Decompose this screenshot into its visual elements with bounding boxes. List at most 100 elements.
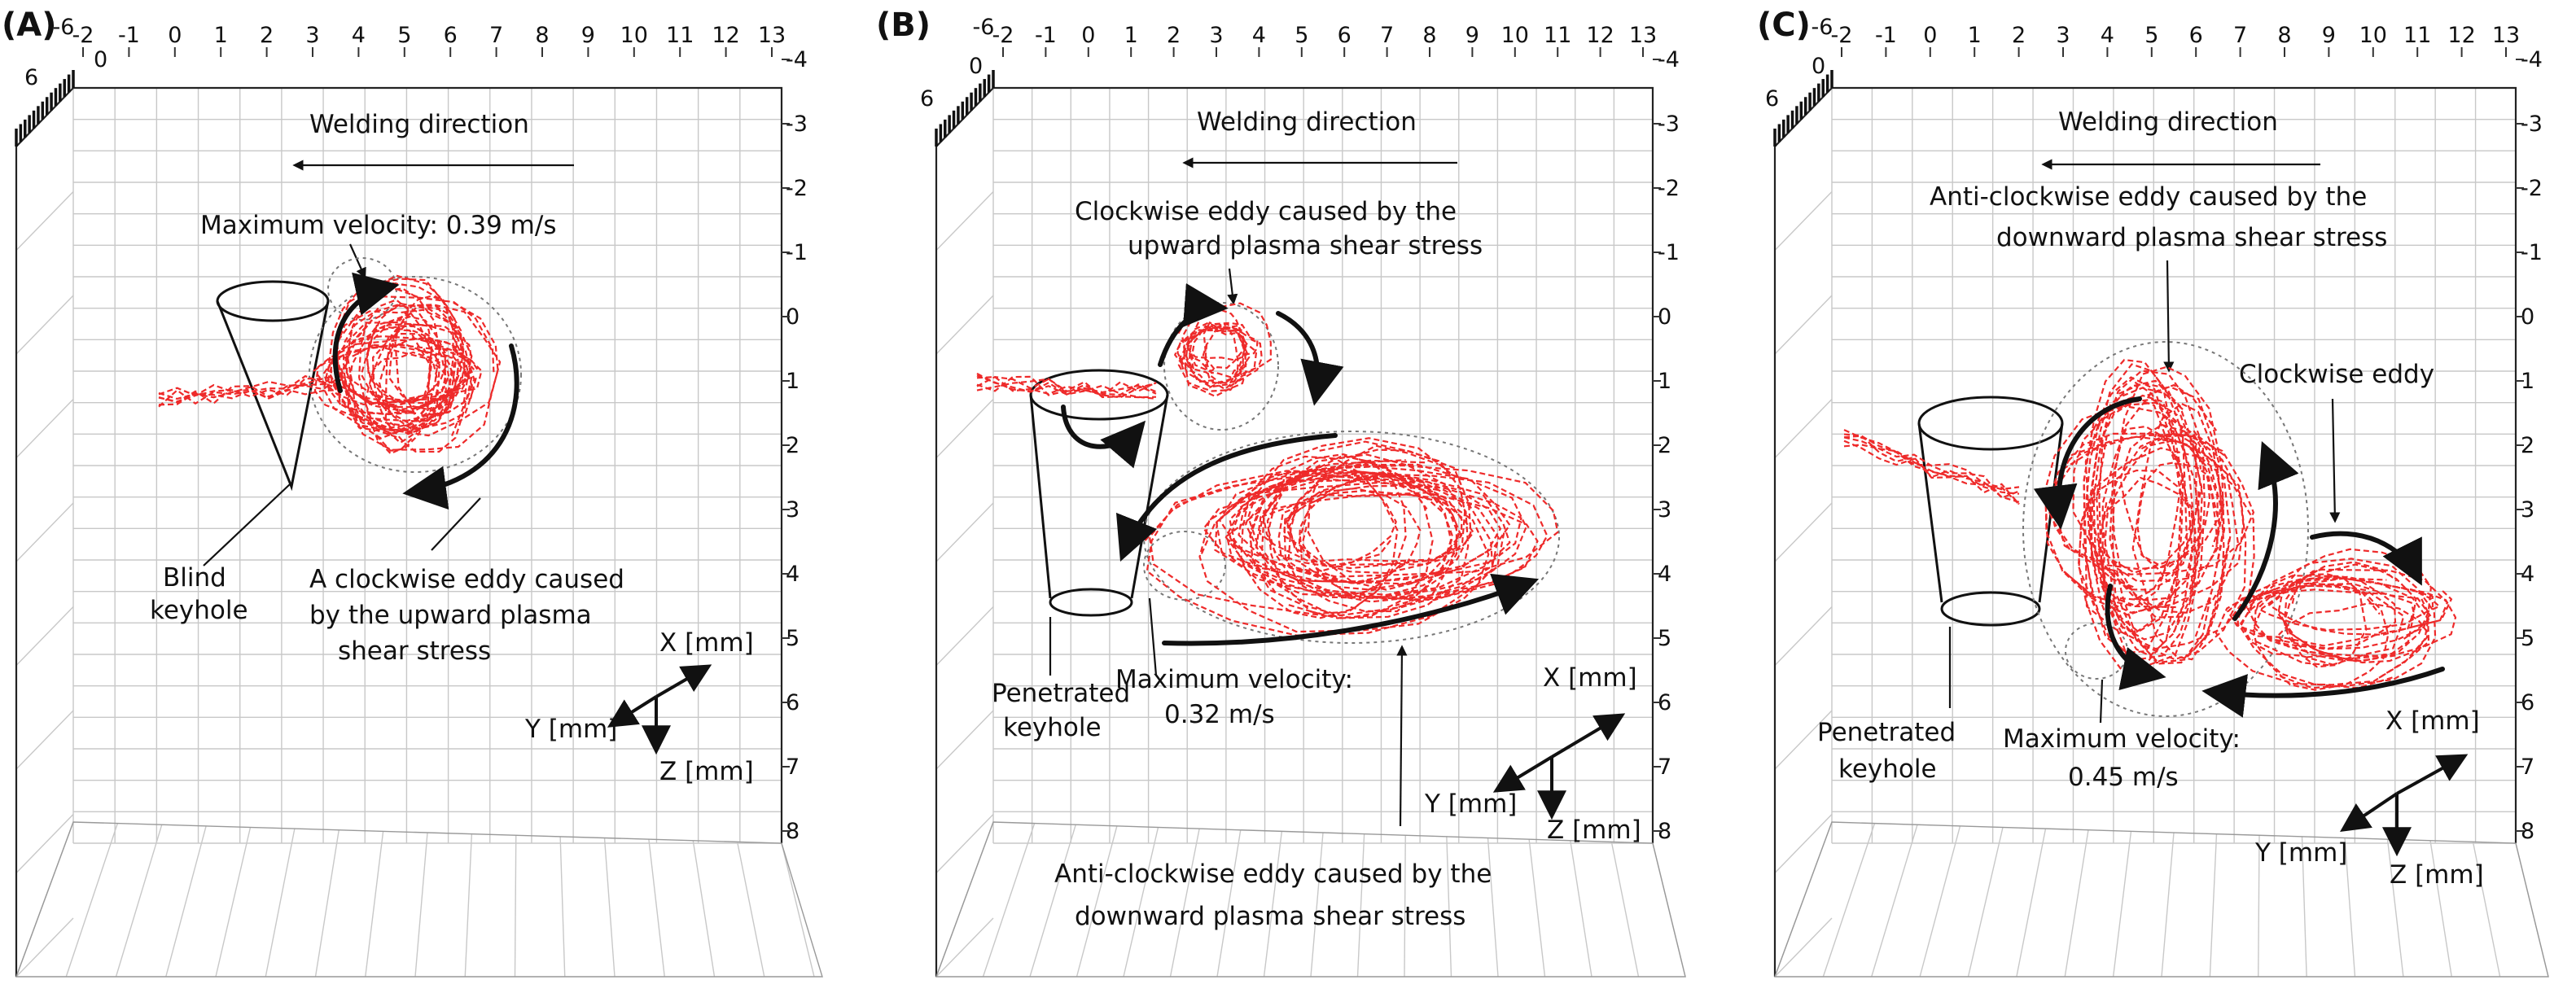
particle-trajectory [1843,444,2020,491]
right-tick-label: 1 [786,369,800,394]
grid-line [15,814,74,873]
particle-trajectory [2044,404,2225,616]
top-tick-label: 0 [1081,23,1095,48]
grid-line [1076,825,1118,978]
particle-trajectory [1180,323,1263,384]
grid-line [15,399,74,458]
grid-line [2472,842,2501,978]
right-tick-label: 7 [1658,754,1671,780]
top-tick-label: 1 [1968,23,1982,48]
panel-b-anticlockwise-arrow-bottom [1162,573,1540,646]
panel-b-anticlockwise-arrow-top [1116,433,1338,562]
panel-c-left-tick-0: 0 [1812,54,1825,79]
particle-trajectory [2083,376,2185,671]
top-tick-label: 10 [1501,23,1529,48]
particle-trajectory [1228,475,1502,585]
grid-line [1528,839,1546,978]
particle-trajectory [1307,444,1466,591]
grid-line [935,295,994,355]
panel-b-welding-direction-label: Welding direction [1197,107,1417,137]
panel-a-axis-y-label: Y [mm] [524,715,617,744]
particle-trajectory [2096,370,2206,667]
top-tick-label: 13 [1629,23,1657,48]
panel-b-axis-x-label: X [mm] [1543,663,1637,693]
particle-trajectory [339,303,466,411]
top-tick-label: 12 [1586,23,1614,48]
grid-line [603,838,616,978]
panel-b-maxvel-label-2: 0.32 m/s [1164,700,1275,729]
top-tick-label: -6 [1812,15,1833,40]
particle-trajectory [2283,567,2368,668]
particle-trajectory [1283,489,1462,570]
top-tick-label: 7 [489,23,503,48]
panel-b-left-tick-0: 0 [969,54,983,79]
grid-line [1570,840,1592,978]
right-tick-label: 6 [786,690,800,715]
grid-line [2064,829,2089,978]
panel-b-clockwise-arrow-left [1158,283,1229,367]
right-tick-label: 3 [786,497,800,523]
particle-trajectory [2072,398,2197,574]
panel-b-hatch [935,70,995,147]
top-tick-label: 9 [1465,23,1479,48]
panel-a-eddy-label-1: A clockwise eddy caused [309,565,624,594]
grid-line [781,842,815,978]
panel-c-letter: (C) [1757,7,1811,44]
top-tick-label: 2 [1167,23,1181,48]
particle-trajectory [1283,470,1452,613]
panel-a-letter: (A) [2,7,57,44]
particle-trajectory [1245,437,1472,599]
panel-b-anticlockwise-eddy-boundary [1143,431,1560,644]
particle-trajectory [158,378,343,406]
top-tick-label: 8 [1422,23,1436,48]
particle-trajectory [158,385,343,405]
panel-b-eddy-top-label-1: Clockwise eddy caused by the [1075,197,1457,226]
panel-b-eddy-bottom-pointer [1396,645,1408,827]
right-tick-label: 4 [1658,562,1671,587]
panel-c-clockwise-pointer [2329,398,2341,523]
grid-line [15,917,74,978]
top-tick-label: 5 [2144,23,2158,48]
top-tick-label: 10 [2359,23,2387,48]
panel-c-clockwise-label: Clockwise eddy [2239,360,2434,389]
panel-b-keyhole-label-1: Penetrated [992,679,1130,708]
particle-trajectory [2239,558,2437,689]
grid-line [2258,835,2260,978]
right-tick-label: 5 [1658,626,1671,651]
right-tick-label: -3 [1658,112,1680,137]
particle-trajectory [2267,568,2453,636]
grid-line [1919,825,1961,978]
particle-trajectory [976,372,1157,396]
particle-trajectory [313,343,468,406]
panel-a-eddy-arrow-bottom [402,343,519,510]
particle-trajectory [366,303,433,408]
particle-trajectory [1249,468,1460,619]
grid-line [1774,710,1833,770]
top-tick-label: -6 [53,15,75,40]
grid-line [1123,827,1159,978]
right-tick-label: 2 [786,433,800,458]
particle-trajectory [1262,478,1397,572]
top-tick-label: 0 [168,23,182,48]
panel-c-grid [1774,87,2549,978]
particle-trajectory [1177,321,1258,392]
particle-trajectory [2102,476,2197,610]
top-tick-label: 8 [2277,23,2291,48]
panel-a-hatch [15,70,75,147]
panel-b-clockwise-eddy-boundary [1163,302,1279,431]
particle-trajectory [1286,472,1463,575]
top-tick-label: 10 [620,23,648,48]
right-tick-label: 6 [1658,690,1671,715]
panel-b-trajectories [976,302,1559,636]
top-tick-label: 11 [2403,23,2431,48]
right-tick-label: 6 [2521,690,2534,715]
right-tick-label: 2 [1658,433,1671,458]
grid-line [736,842,765,978]
right-tick-label: -4 [2521,47,2543,72]
particle-trajectory [1843,436,2020,500]
panel-b-eddy-bottom-label-1: Anti-clockwise eddy caused by the [1054,859,1492,889]
particle-trajectory [357,299,432,455]
grid-line [2209,833,2218,978]
top-tick-label: -1 [118,23,140,48]
